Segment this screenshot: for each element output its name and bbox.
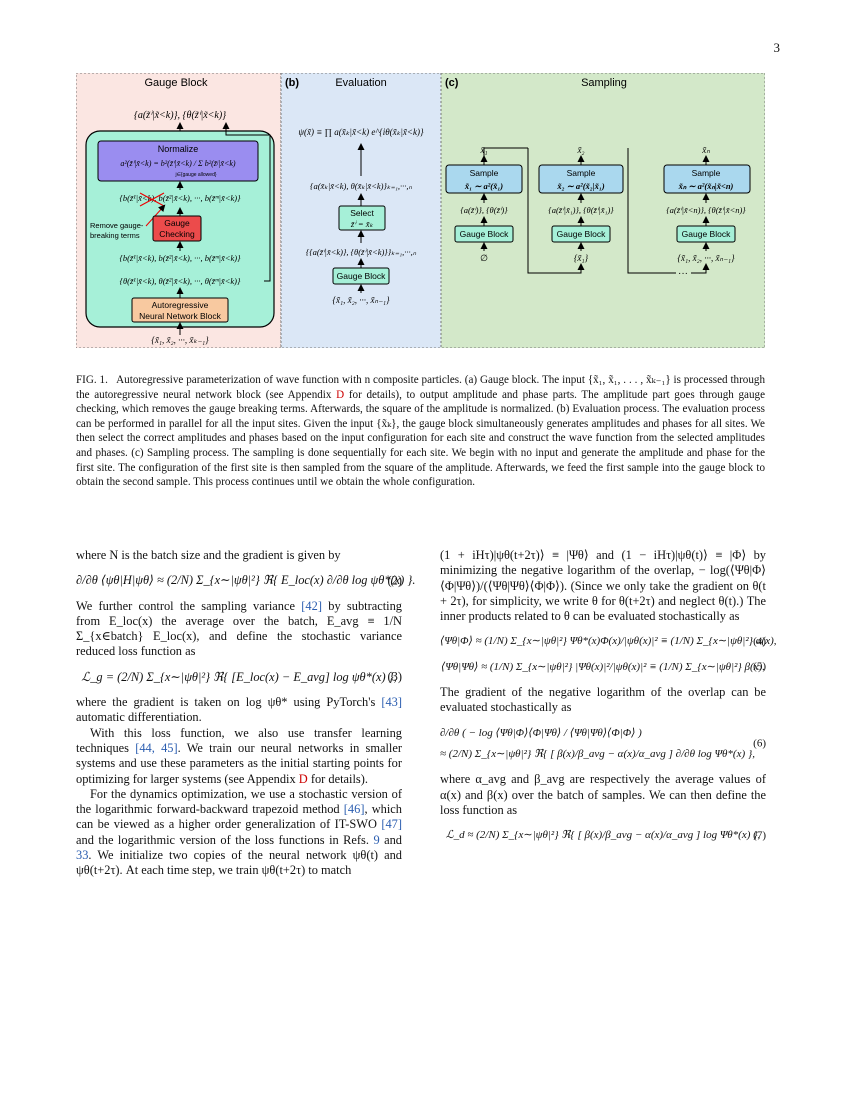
panel-b-input: {x̃₁, x̃₂, ···, x̃ₙ₋₁} <box>332 295 390 305</box>
sample-formula-1: x̃₁ ∼ a²(x̃₁) <box>464 181 503 191</box>
cite-33[interactable]: 33 <box>76 848 89 863</box>
equation-5: ⟨Ψθ|Ψθ⟩ ≈ (1/N) Σ_{x∼|ψθ|²} |Ψθ(x)|²/|ψθ… <box>440 660 766 675</box>
input-n: {x̃₁, x̃₂, ···, x̃ₙ₋₁} <box>677 253 735 263</box>
eq2-number: (2) <box>387 573 402 588</box>
equation-6: ∂/∂θ ( − log ⟨Ψθ|Φ⟩⟨Φ|Ψθ⟩ / ⟨Ψθ|Ψθ⟩⟨Φ|Φ⟩… <box>440 726 766 763</box>
equation-2: ∂/∂θ ⟨ψθ|H|ψθ⟩ ≈ (2/N) Σ_{x∼|ψθ|²} ℜ{ E_… <box>76 573 415 588</box>
appendix-d-link-2[interactable]: D <box>298 771 308 786</box>
svg-text:Select: Select <box>350 208 374 218</box>
gauge-block-c1: Gauge Block <box>460 229 509 239</box>
ellipsis-dots: ··· <box>678 268 688 279</box>
normalize-label: Normalize <box>158 144 199 154</box>
normalize-formula: a²(z̃ⁱ|x̃<k) = b²(z̃ⁱ|x̃<k) / Σ b²(z̃ʲ|x… <box>120 159 236 168</box>
caption-text-2: for details), to output amplitude and ph… <box>76 388 765 489</box>
panel-b-title: Evaluation <box>335 77 386 89</box>
svg-text:Sample: Sample <box>470 168 499 178</box>
svg-text:Sample: Sample <box>567 168 596 178</box>
left-p1: where N is the batch size and the gradie… <box>76 548 341 562</box>
gauge-block-c2: Gauge Block <box>557 229 606 239</box>
figure-caption: FIG. 1. Autoregressive parameterization … <box>76 373 765 490</box>
appendix-d-link[interactable]: D <box>336 388 345 401</box>
left-p5: For the dynamics optimization, we use a … <box>76 786 402 878</box>
gauge-block-cn: Gauge Block <box>682 229 731 239</box>
gauge-block-b-label: Gauge Block <box>337 271 386 281</box>
input-2: {x̃₁} <box>574 253 589 263</box>
row-b: {b(z̃¹|x̃<k), b(z̃²|x̃<k), ···, b(z̃ᵐ|x̃… <box>119 253 241 263</box>
sample-out-2: x̃₂ <box>576 145 584 155</box>
amp-n: {a(z̃ⁱ|x̃<n)}, {θ(z̃ⁱ|x̃<n)} <box>666 205 746 215</box>
panel-c <box>440 73 765 348</box>
amp-2: {a(z̃ⁱ|x̃₁)}, {θ(z̃ⁱ|x̃₁)} <box>548 205 614 215</box>
all-outputs: {{a(z̃ⁱ|x̃<k)}, {θ(z̃ⁱ|x̃<k)}}ₖ₌₁,···,ₙ <box>306 247 417 257</box>
panel-b-tag: (b) <box>285 77 299 89</box>
eq3-body: ℒ_g = (2/N) Σ_{x∼|ψθ|²} ℜ{ [E_loc(x) − E… <box>81 669 397 684</box>
remove-label: Remove gauge-breaking terms <box>90 221 144 240</box>
eq4-number: (4) <box>753 635 766 648</box>
row-b-checked: {b(z̃¹|x̃<k), b(z̃²|x̃<k), ···, b(z̃ᵐ|x̃… <box>119 193 241 203</box>
left-p3: where the gradient is taken on log ψθ* u… <box>76 695 402 725</box>
select-condition: z̃ⁱ = x̃ₖ <box>350 219 374 229</box>
svg-text:Neural Network Block: Neural Network Block <box>139 311 221 321</box>
normalize-subscript: j∈{gauge allowed} <box>174 172 216 178</box>
eq7-body: ℒ_d ≈ (2/N) Σ_{x∼|ψθ|²} ℜ{ [ β(x)/β_avg … <box>445 829 761 842</box>
right-p2: The gradient of the negative logarithm o… <box>440 685 766 715</box>
amp-1: {a(z̃ⁱ)}, {θ(z̃ⁱ)} <box>460 205 508 215</box>
left-p4: With this loss function, we also use tra… <box>76 725 402 786</box>
caption-label: FIG. 1. <box>76 374 108 386</box>
cite-9[interactable]: 9 <box>373 832 380 847</box>
page-number: 3 <box>773 40 781 55</box>
sample-out-n: x̃ₙ <box>701 145 710 155</box>
cite-44-45[interactable]: [44, 45] <box>135 740 178 755</box>
eq7-number: (7) <box>753 829 766 842</box>
eq6-line1: ∂/∂θ ( − log ⟨Ψθ|Φ⟩⟨Φ|Ψθ⟩ / ⟨Ψθ|Ψθ⟩⟨Φ|Φ⟩… <box>440 726 642 739</box>
panel-c-title: Sampling <box>581 77 627 89</box>
eq6-number: (6) <box>753 737 766 750</box>
right-p1: (1 + iHτ)|ψθ(t+2τ)⟩ ≡ |Ψθ⟩ and (1 − iHτ)… <box>440 548 766 624</box>
cite-47[interactable]: [47] <box>381 817 402 832</box>
eq5-body: ⟨Ψθ|Ψθ⟩ ≈ (1/N) Σ_{x∼|ψθ|²} |Ψθ(x)|²/|ψθ… <box>441 660 765 673</box>
panel-a-output: {a(z̃ⁱ|x̃<k)}, {θ(z̃ⁱ|x̃<k)} <box>134 110 226 121</box>
cite-43[interactable]: [43] <box>381 695 402 710</box>
input-1: ∅ <box>480 253 488 263</box>
caption-text-1: Autoregressive parameterization of wave … <box>76 374 765 401</box>
svg-text:Sample: Sample <box>692 168 721 178</box>
panel-a-input: {x̃₁, x̃₂, ···, x̃ₖ₋₁} <box>151 335 209 345</box>
equation-3: ℒ_g = (2/N) Σ_{x∼|ψθ|²} ℜ{ [E_loc(x) − E… <box>76 670 402 685</box>
left-p2: We further control the sampling variance… <box>76 598 402 659</box>
figure-1: Gauge Block {a(z̃ⁱ|x̃<k)}, {θ(z̃ⁱ|x̃<k)}… <box>76 73 765 348</box>
cite-42[interactable]: [42] <box>301 598 322 613</box>
eq6-line2: ≈ (2/N) Σ_{x∼|ψθ|²} ℜ{ [ β(x)/β_avg − α(… <box>440 747 756 760</box>
svg-text:Gauge: Gauge <box>164 218 190 228</box>
svg-text:Autoregressive: Autoregressive <box>152 300 209 310</box>
right-p3: where α_avg and β_avg are respectively t… <box>440 772 766 817</box>
eq2-body: ∂/∂θ ⟨ψθ|H|ψθ⟩ ≈ (2/N) Σ_{x∼|ψθ|²} ℜ{ E_… <box>76 573 416 588</box>
left-column: where N is the batch size and the gradie… <box>76 548 415 879</box>
eq4-body: ⟨Ψθ|Φ⟩ ≈ (1/N) Σ_{x∼|ψθ|²} Ψθ*(x)Φ(x)/|ψ… <box>440 635 777 648</box>
equation-4: ⟨Ψθ|Φ⟩ ≈ (1/N) Σ_{x∼|ψθ|²} Ψθ*(x)Φ(x)/|ψ… <box>440 634 777 649</box>
panel-a-title: Gauge Block <box>145 77 208 89</box>
cite-46[interactable]: [46] <box>343 802 365 817</box>
right-column: (1 + iHτ)|ψθ(t+2τ)⟩ ≡ |Ψθ⟩ and (1 − iHτ)… <box>440 548 777 853</box>
panel-c-tag: (c) <box>445 77 459 89</box>
svg-text:Checking: Checking <box>159 229 195 239</box>
eq5-number: (5) <box>753 660 766 673</box>
eq3-number: (3) <box>387 669 402 684</box>
selected-values: {a(x̃ₖ|x̃<k), θ(x̃ₖ|x̃<k)}ₖ₌₁,···,ₙ <box>310 181 413 191</box>
psi-formula: ψ(x̃) ≡ ∏ a(x̃ₖ|x̃<k) e^{iθ(x̃ₖ|x̃<k)} <box>298 127 424 137</box>
sample-formula-2: x̃₂ ∼ a²(x̃₂|x̃₁) <box>556 181 605 191</box>
row-theta: {θ(z̃¹|x̃<k), θ(z̃²|x̃<k), ···, θ(z̃ᵐ|x̃… <box>120 276 241 286</box>
equation-7: ℒ_d ≈ (2/N) Σ_{x∼|ψθ|²} ℜ{ [ β(x)/β_avg … <box>440 828 766 843</box>
sample-formula-n: x̃ₙ ∼ a²(x̃ₙ|x̃<n) <box>678 181 734 191</box>
